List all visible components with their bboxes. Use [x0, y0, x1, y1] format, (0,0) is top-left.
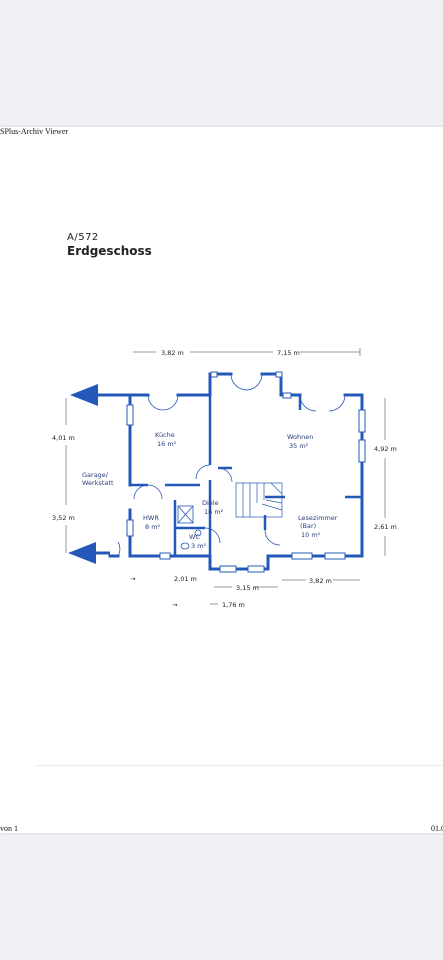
dim-bottom-4: 1,76 m — [222, 601, 245, 609]
dim-arrow-mark-2: → — [172, 601, 178, 609]
page-date: 01.0 — [431, 824, 443, 833]
room-kueche-name: Küche — [155, 431, 175, 439]
document-page: SPlus-Archiv Viewer A/572 Erdgeschoss — [0, 127, 443, 833]
room-lesezimmer-name: Lesezimmer — [298, 514, 338, 522]
dim-bottom-3: 3,82 m — [309, 577, 332, 585]
room-hwr-name: HWR — [143, 514, 159, 522]
floor-plan: Küche 16 m² Wohnen 35 m² Garage/ Werksta… — [52, 348, 397, 609]
plan-title: Erdgeschoss — [67, 244, 152, 258]
dim-bottom-1: 2,01 m — [174, 575, 197, 583]
room-garage-name-2: Werkstatt — [82, 479, 114, 487]
dim-left-lower: 3,52 m — [52, 514, 75, 522]
room-hwr-area: 8 m² — [145, 523, 161, 531]
dim-bottom-2: 3,15 m — [236, 584, 259, 592]
dim-arrow-mark: → — [130, 575, 136, 583]
plan-id: A/572 — [67, 232, 99, 243]
viewer-header: SPlus-Archiv Viewer — [0, 127, 69, 136]
room-diele-name: Diele — [202, 499, 219, 507]
room-wc-name: WC — [189, 533, 200, 541]
dim-top-right: 7,15 m — [277, 349, 300, 357]
dim-right-lower: 2,61 m — [374, 523, 397, 531]
dim-left-upper: 4,01 m — [52, 434, 75, 442]
dim-right-upper: 4,92 m — [374, 445, 397, 453]
room-wohnen-name: Wohnen — [287, 433, 313, 441]
room-wc-area: 3 m² — [191, 542, 207, 550]
room-wohnen-area: 35 m² — [289, 442, 309, 450]
room-diele-area: 16 m² — [204, 508, 224, 516]
room-garage-name: Garage/ — [82, 471, 109, 479]
divider — [35, 765, 443, 766]
room-kueche-area: 16 m² — [157, 440, 177, 448]
room-lesezimmer-name-2: (Bar) — [300, 522, 316, 530]
room-lesezimmer-area: 10 m² — [301, 531, 321, 539]
page-count: von 1 — [0, 824, 18, 833]
dim-top-left: 3,82 m — [161, 349, 184, 357]
